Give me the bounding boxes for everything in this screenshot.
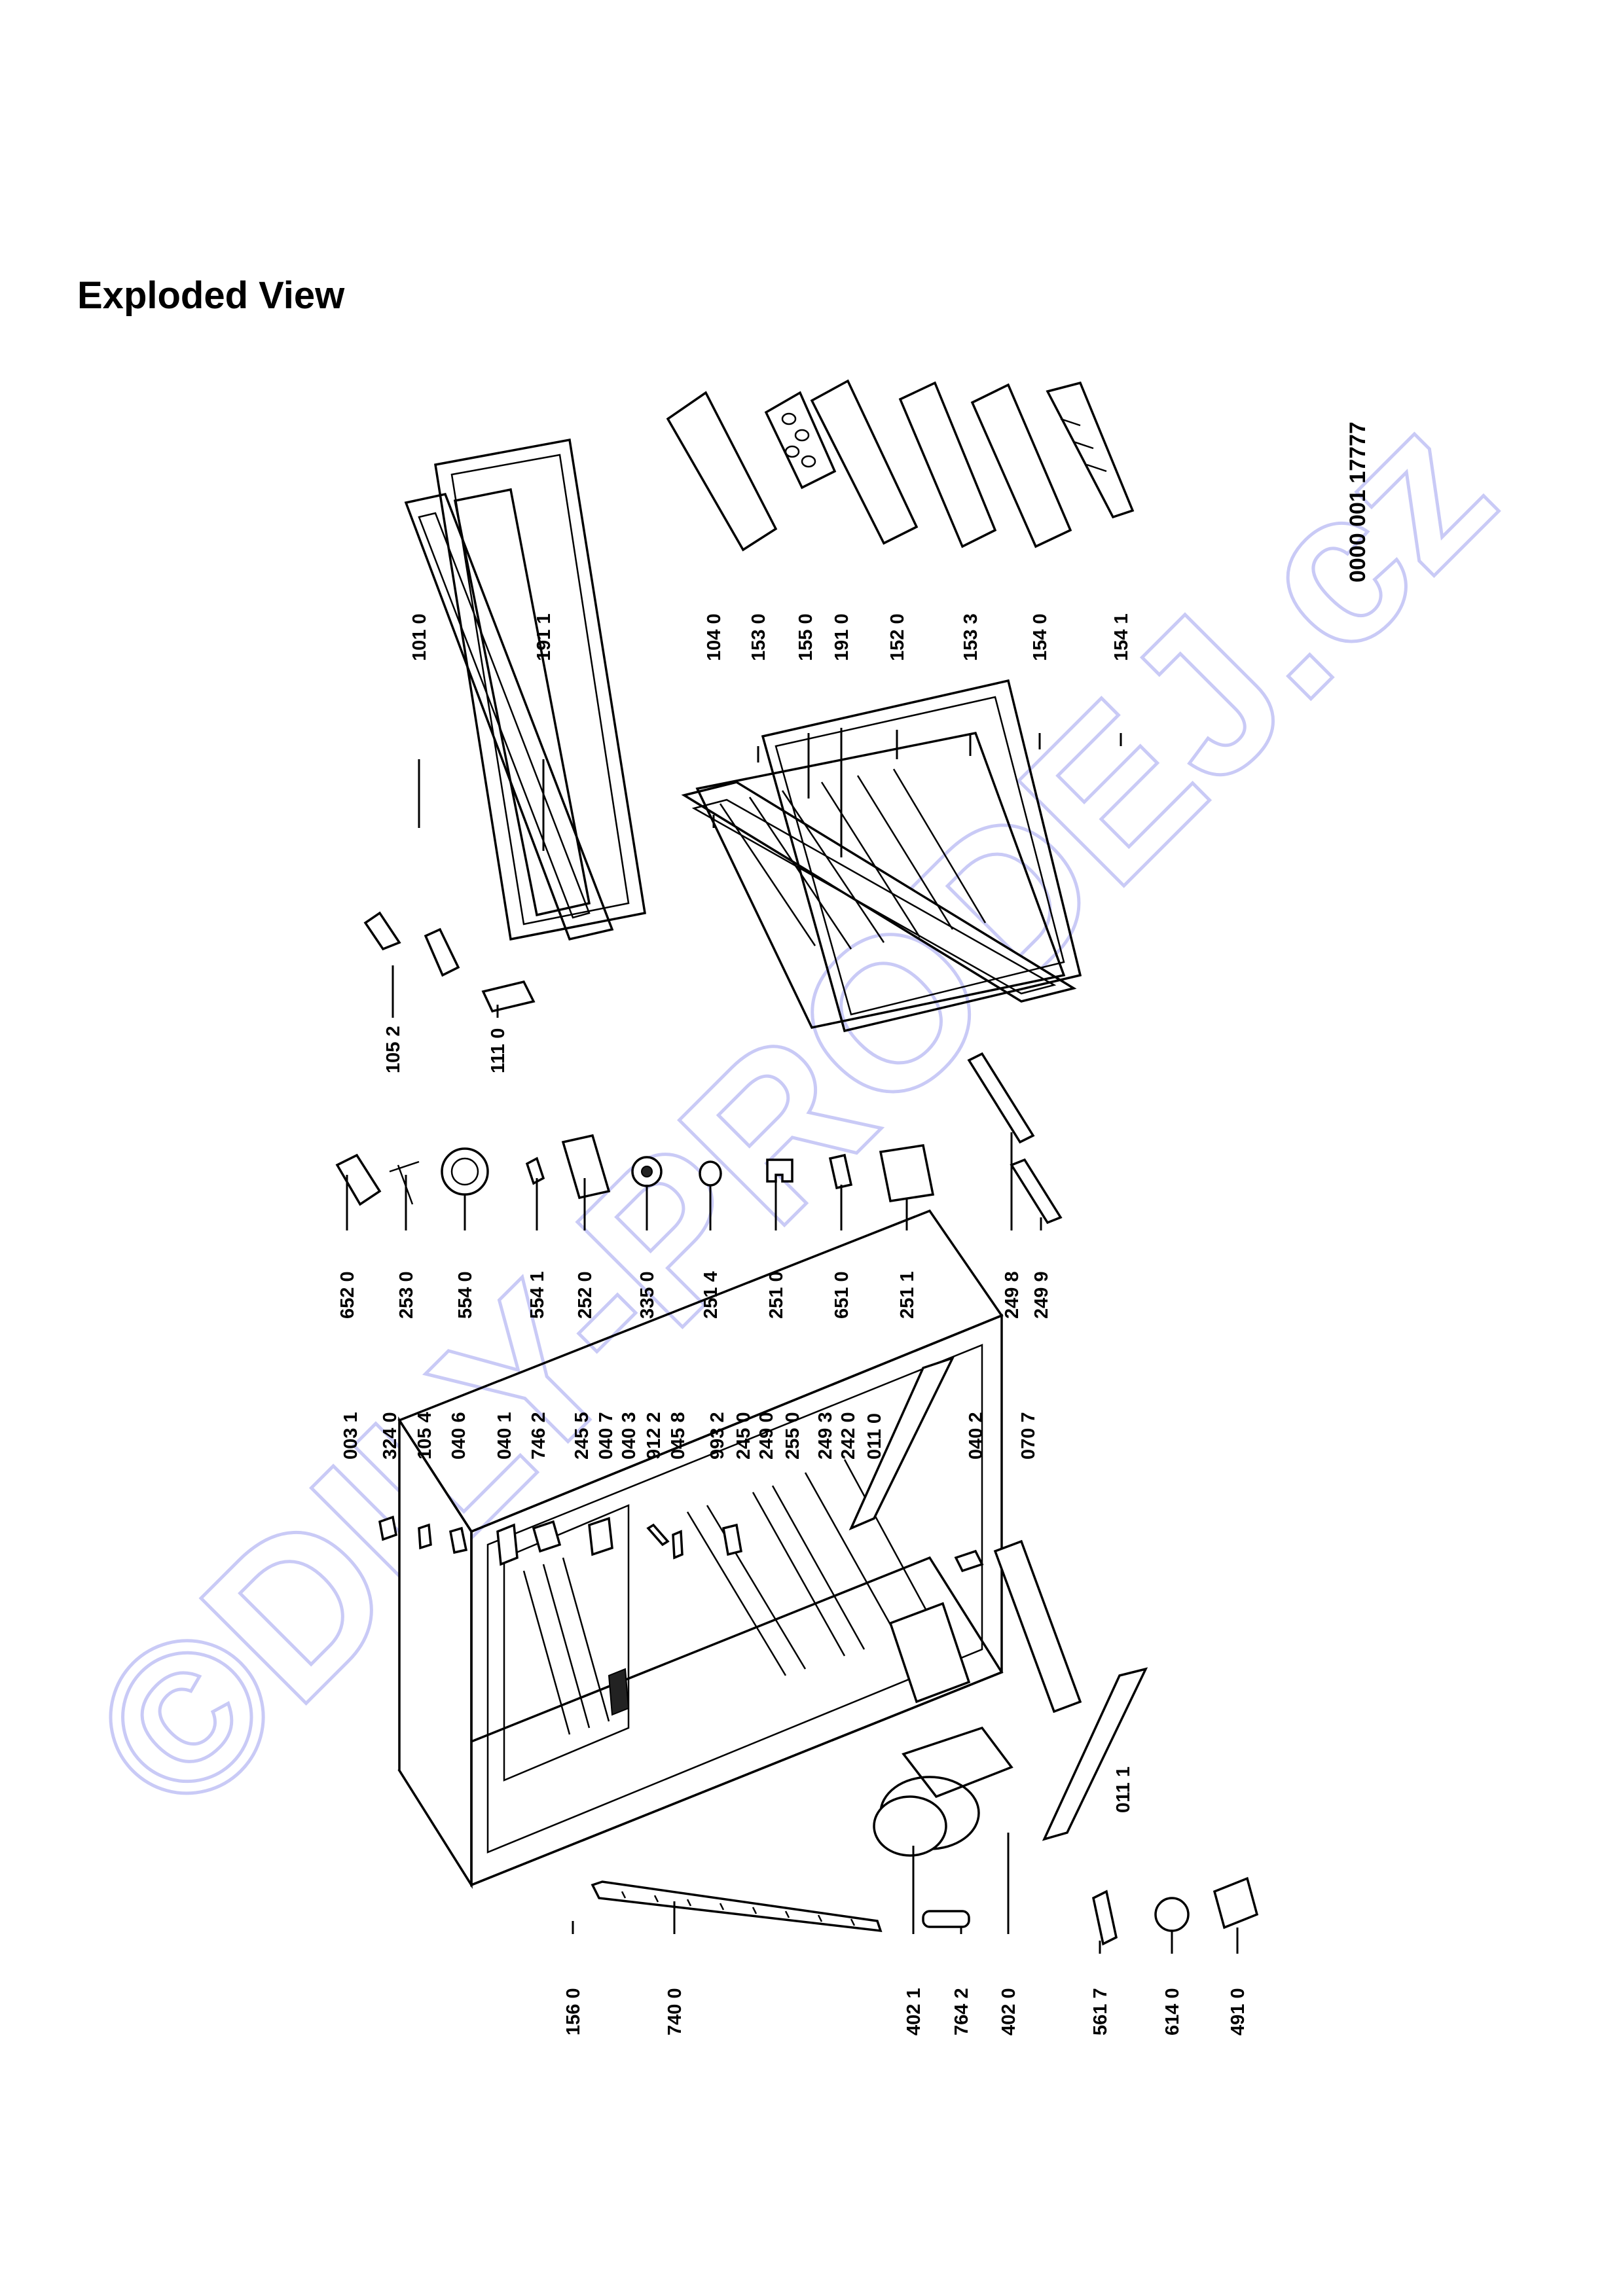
- middle-parts: [335, 1052, 1063, 1225]
- label-003-1: 003 1: [340, 1412, 361, 1460]
- label-191-0: 191 0: [831, 613, 852, 661]
- door-shelves: [666, 379, 1135, 552]
- label-249-3: 249 3: [815, 1412, 836, 1460]
- label-242-0: 242 0: [838, 1412, 859, 1460]
- interior-small-parts: [378, 1356, 1148, 1841]
- label-040-2: 040 2: [966, 1412, 987, 1460]
- label-245-5: 245 5: [572, 1412, 593, 1460]
- label-249-8: 249 8: [1002, 1271, 1023, 1319]
- bottom-leader-lines: [572, 1833, 1239, 1954]
- label-153-3: 153 3: [960, 613, 981, 661]
- upper-door-assembly: [404, 438, 646, 941]
- label-651-0: 651 0: [831, 1271, 852, 1319]
- label-156-0: 156 0: [563, 1988, 584, 2036]
- label-252-0: 252 0: [575, 1271, 596, 1319]
- label-652-0: 652 0: [337, 1271, 358, 1319]
- label-253-0: 253 0: [396, 1271, 417, 1319]
- label-191-1: 191 1: [534, 613, 555, 661]
- hinge-parts: [363, 911, 536, 1013]
- label-040-6: 040 6: [448, 1412, 469, 1460]
- electrical-parts: [1092, 1876, 1259, 1946]
- label-491-0: 491 0: [1228, 1988, 1249, 2036]
- label-040-7: 040 7: [596, 1412, 617, 1460]
- label-249-9: 249 9: [1031, 1271, 1052, 1319]
- label-104-0: 104 0: [704, 613, 725, 661]
- label-153-0: 153 0: [748, 613, 769, 661]
- label-101-0: 101 0: [409, 613, 430, 661]
- label-402-1: 402 1: [903, 1988, 924, 2036]
- label-402-0: 402 0: [998, 1988, 1019, 2036]
- label-105-2: 105 2: [383, 1026, 404, 1073]
- label-993-2: 993 2: [707, 1412, 728, 1460]
- label-554-0: 554 0: [455, 1271, 476, 1319]
- label-111-0: 111 0: [488, 1028, 509, 1073]
- label-040-1: 040 1: [494, 1412, 515, 1460]
- label-154-0: 154 0: [1030, 613, 1051, 661]
- label-251-4: 251 4: [701, 1271, 721, 1319]
- label-154-1: 154 1: [1111, 613, 1132, 661]
- leader-lines: [346, 728, 1122, 1230]
- label-245-0: 245 0: [733, 1412, 754, 1460]
- label-912-2: 912 2: [644, 1412, 665, 1460]
- label-740-0: 740 0: [665, 1988, 685, 2036]
- label-045-8: 045 8: [668, 1412, 689, 1460]
- label-105-4: 105 4: [414, 1412, 435, 1460]
- label-070-7: 070 7: [1018, 1412, 1039, 1460]
- label-764-2: 764 2: [951, 1988, 972, 2036]
- document-number: 0000 001 17777: [1345, 422, 1370, 583]
- label-251-0: 251 0: [766, 1271, 787, 1319]
- label-152-0: 152 0: [887, 613, 908, 661]
- label-324-0: 324 0: [380, 1412, 401, 1460]
- label-554-1: 554 1: [527, 1271, 548, 1319]
- page-title: Exploded View: [77, 274, 345, 317]
- label-561-7: 561 7: [1090, 1988, 1111, 2036]
- label-614-0: 614 0: [1162, 1988, 1183, 2036]
- label-011-1: 011 1: [1113, 1767, 1134, 1813]
- label-255-0: 255 0: [782, 1412, 803, 1460]
- label-249-0: 249 0: [756, 1412, 777, 1460]
- label-335-0: 335 0: [637, 1271, 658, 1319]
- part-labels: 101 0 191 1 104 0 153 0 155 0 191 0 152 …: [337, 613, 1249, 2036]
- label-251-1: 251 1: [897, 1271, 918, 1319]
- label-746-2: 746 2: [528, 1412, 549, 1460]
- label-155-0: 155 0: [795, 613, 816, 661]
- label-040-3: 040 3: [619, 1412, 640, 1460]
- label-011-0: 011 0: [864, 1413, 885, 1460]
- lower-door-assembly: [681, 679, 1082, 1033]
